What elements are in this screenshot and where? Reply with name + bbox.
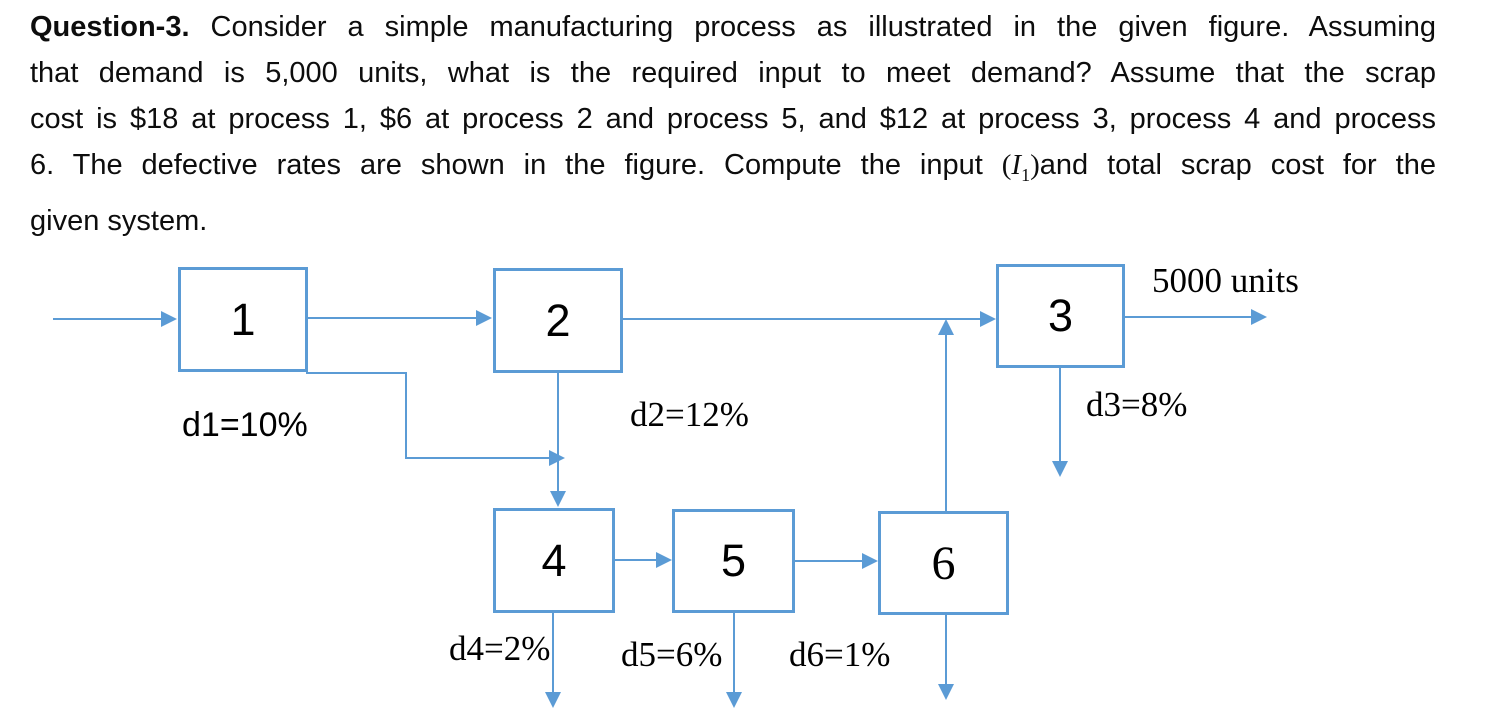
question-line-2: that demand is 5,000 units, what is the … — [30, 57, 1436, 89]
question-line-1-text: Consider a simple manufacturing process … — [189, 11, 1437, 43]
arrow-p2-to-p3 — [623, 311, 996, 327]
output-units-label: 5000 units — [1152, 261, 1299, 300]
math-open-paren: ( — [1001, 149, 1012, 181]
defect-label-d4: d4=2% — [449, 629, 551, 668]
defect-label-d2: d2=12% — [630, 395, 749, 434]
arrow-p1-branch-to-p4 — [306, 372, 565, 466]
math-symbol-I: I — [1011, 149, 1022, 181]
arrow-p4-to-p5 — [615, 552, 672, 568]
question-line-4: 6. The defective rates are shown in the … — [30, 142, 1436, 198]
defect-label-d1: d1=10% — [182, 406, 308, 444]
process-box-4: 4 — [493, 508, 615, 613]
arrow-p1-to-p2 — [308, 310, 492, 326]
arrow-p6-up-to-p3-line — [938, 319, 954, 511]
question-line-5: given system. — [30, 204, 208, 237]
defect-label-d6: d6=1% — [789, 635, 891, 674]
process-box-1: 1 — [178, 267, 308, 372]
arrow-scrap-d5 — [726, 613, 742, 708]
process-box-3: 3 — [996, 264, 1125, 368]
arrow-p3-output — [1125, 309, 1267, 325]
question-line-3: cost is $18 at process 1, $6 at process … — [30, 103, 1436, 135]
defect-label-d5: d5=6% — [621, 635, 723, 674]
arrow-p5-to-p6 — [795, 553, 878, 569]
math-subscript-1: 1 — [1021, 164, 1031, 185]
process-box-6: 6 — [878, 511, 1009, 615]
arrow-scrap-d3 — [1052, 368, 1068, 477]
question-line-1: Question-3. Consider a simple manufactur… — [30, 4, 1436, 50]
question-line-4-text-a: 6. The defective rates are shown in the … — [30, 149, 1002, 181]
process-box-2: 2 — [493, 268, 623, 373]
arrow-p2-down-to-p4 — [550, 373, 566, 507]
math-expression-I1: (I1) — [1001, 149, 1040, 185]
arrow-scrap-d6 — [938, 614, 954, 700]
question-label: Question-3. — [30, 11, 190, 43]
process-box-5: 5 — [672, 509, 795, 613]
question-line-4-text-b: and total scrap cost for the — [1039, 149, 1436, 181]
arrow-scrap-d4 — [545, 612, 561, 708]
defect-label-d3: d3=8% — [1086, 385, 1188, 424]
question-text: Question-3. Consider a simple manufactur… — [30, 4, 1436, 244]
math-close-paren: ) — [1030, 149, 1040, 181]
arrow-input — [53, 311, 177, 327]
